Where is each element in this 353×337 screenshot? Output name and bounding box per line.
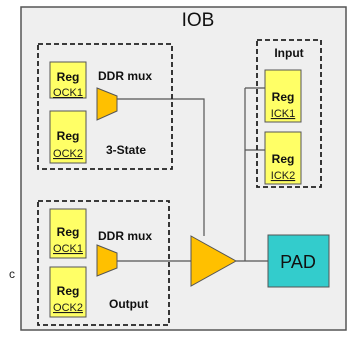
- output-reg-bottom-clock: OCK2: [53, 302, 83, 314]
- tristate-mux-label: DDR mux: [98, 69, 152, 83]
- output-reg-top-clock: OCK1: [53, 243, 83, 255]
- tristate-reg-bottom-clock: OCK2: [53, 148, 83, 160]
- input-reg-top: [264, 69, 302, 123]
- pad-label: PAD: [280, 252, 316, 272]
- output-group-frame: [37, 200, 170, 326]
- input-reg-top-clock: ICK1: [271, 108, 295, 120]
- tristate-wire: [117, 98, 205, 236]
- tristate-reg-bottom-label: Reg: [57, 129, 80, 143]
- input-group-label: Input: [274, 46, 303, 60]
- input-group-frame: [256, 39, 322, 188]
- output-ddr-mux: [96, 244, 118, 277]
- output-buffer: [190, 235, 238, 287]
- input-reg-bottom-clock: ICK2: [271, 170, 295, 182]
- input-reg-top-label: Reg: [272, 90, 295, 104]
- output-reg-bottom-label: Reg: [57, 284, 80, 298]
- wires: [117, 87, 268, 262]
- tristate-reg-top-label: Reg: [57, 70, 80, 84]
- output-reg-top-label: Reg: [57, 225, 80, 239]
- tristate-group-label: 3-State: [106, 143, 146, 157]
- tristate-reg-top-clock: OCK1: [53, 87, 83, 99]
- edge-text: c: [9, 267, 15, 281]
- output-reg-top: [49, 208, 87, 259]
- tristate-ddr-mux: [96, 87, 118, 121]
- input-reg-bottom-label: Reg: [272, 152, 295, 166]
- input-reg-bottom: [264, 131, 302, 185]
- output-group-label: Output: [109, 297, 148, 311]
- tristate-group-frame: [37, 43, 173, 170]
- output-mux-label: DDR mux: [98, 229, 152, 243]
- iob-title: IOB: [182, 10, 215, 31]
- output-reg-bottom: [49, 266, 87, 318]
- tristate-reg-top: [49, 61, 87, 99]
- tristate-reg-bottom: [49, 110, 87, 164]
- pad-box: [267, 234, 330, 288]
